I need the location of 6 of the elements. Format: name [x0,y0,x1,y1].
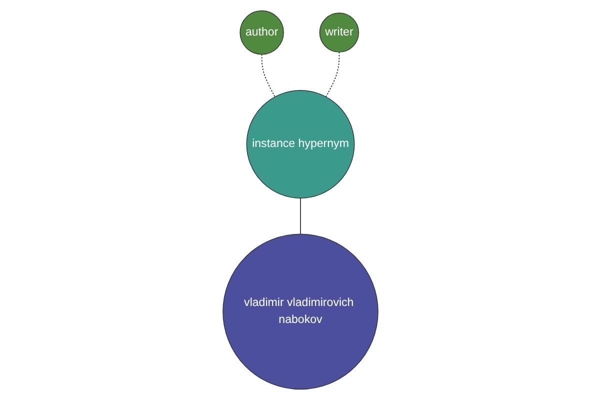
node-circle: vladimir vladimirovich nabokov [222,234,378,390]
node-circle: instance hypernym [246,90,354,198]
connector [325,52,340,98]
node-circle: author [239,10,284,55]
connector [260,54,275,98]
node-circle: writer [318,12,359,52]
